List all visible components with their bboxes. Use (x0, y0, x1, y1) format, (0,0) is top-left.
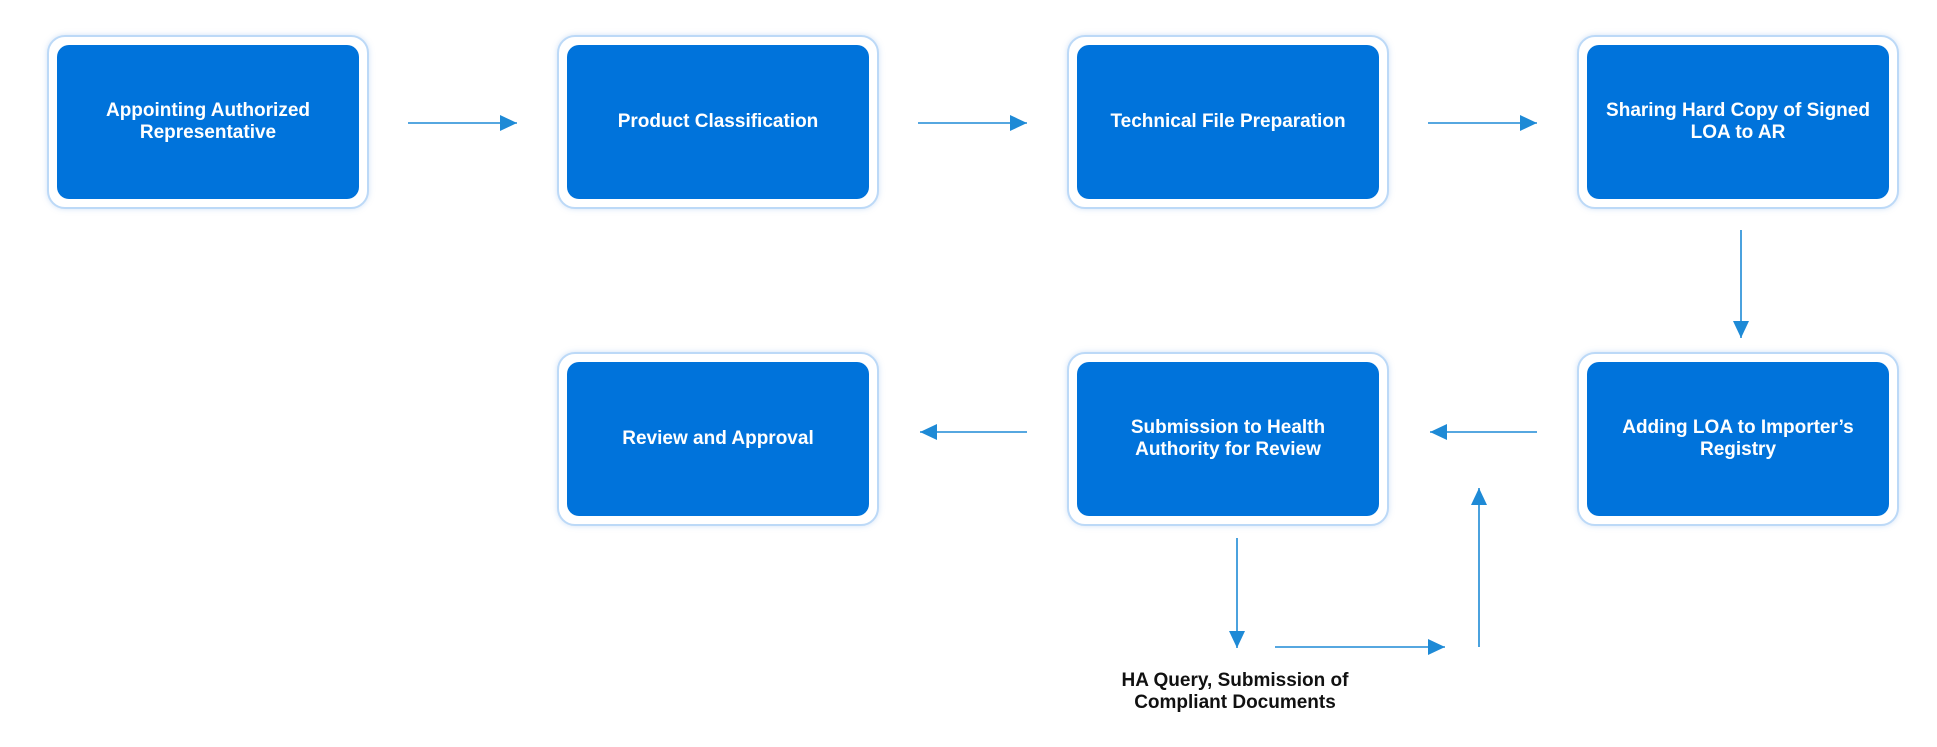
step-fill: Appointing Authorized Representative (57, 45, 359, 199)
step-fill: Review and Approval (567, 362, 869, 516)
step-submission-to-health-authority: Submission to Health Authority for Revie… (1067, 352, 1389, 526)
step-adding-loa-to-registry: Adding LOA to Importer’s Registry (1577, 352, 1899, 526)
arrowhead-query-right (1428, 639, 1445, 655)
arrowhead-step4 (1520, 115, 1537, 131)
step-appointing-authorized-representative: Appointing Authorized Representative (47, 35, 369, 209)
step-label: Technical File Preparation (1110, 111, 1346, 132)
step-label: Submission to Health Authority for Revie… (1130, 417, 1326, 460)
step-label: Sharing Hard Copy of Signed LOA to AR (1606, 100, 1870, 143)
step-fill: Adding LOA to Importer’s Registry (1587, 362, 1889, 516)
arrowhead-step5 (1733, 321, 1749, 338)
step-label: Review and Approval (622, 428, 814, 449)
step-fill: Technical File Preparation (1077, 45, 1379, 199)
step-label: Appointing Authorized Representative (105, 100, 311, 143)
step-label: Adding LOA to Importer’s Registry (1622, 417, 1854, 460)
arrowhead-step7 (920, 424, 937, 440)
step-sharing-hard-copy: Sharing Hard Copy of Signed LOA to AR (1577, 35, 1899, 209)
arrowhead-step6 (1430, 424, 1447, 440)
arrowhead-step2 (500, 115, 517, 131)
step-label: Product Classification (617, 111, 819, 132)
arrowhead-query (1229, 631, 1245, 648)
ha-query-note: HA Query, Submission of Compliant Docume… (1121, 670, 1349, 713)
step-review-and-approval: Review and Approval (557, 352, 879, 526)
arrowhead-query-up (1471, 488, 1487, 505)
step-product-classification: Product Classification (557, 35, 879, 209)
step-fill: Sharing Hard Copy of Signed LOA to AR (1587, 45, 1889, 199)
step-fill: Product Classification (567, 45, 869, 199)
step-technical-file-preparation: Technical File Preparation (1067, 35, 1389, 209)
arrowhead-step3 (1010, 115, 1027, 131)
step-fill: Submission to Health Authority for Revie… (1077, 362, 1379, 516)
